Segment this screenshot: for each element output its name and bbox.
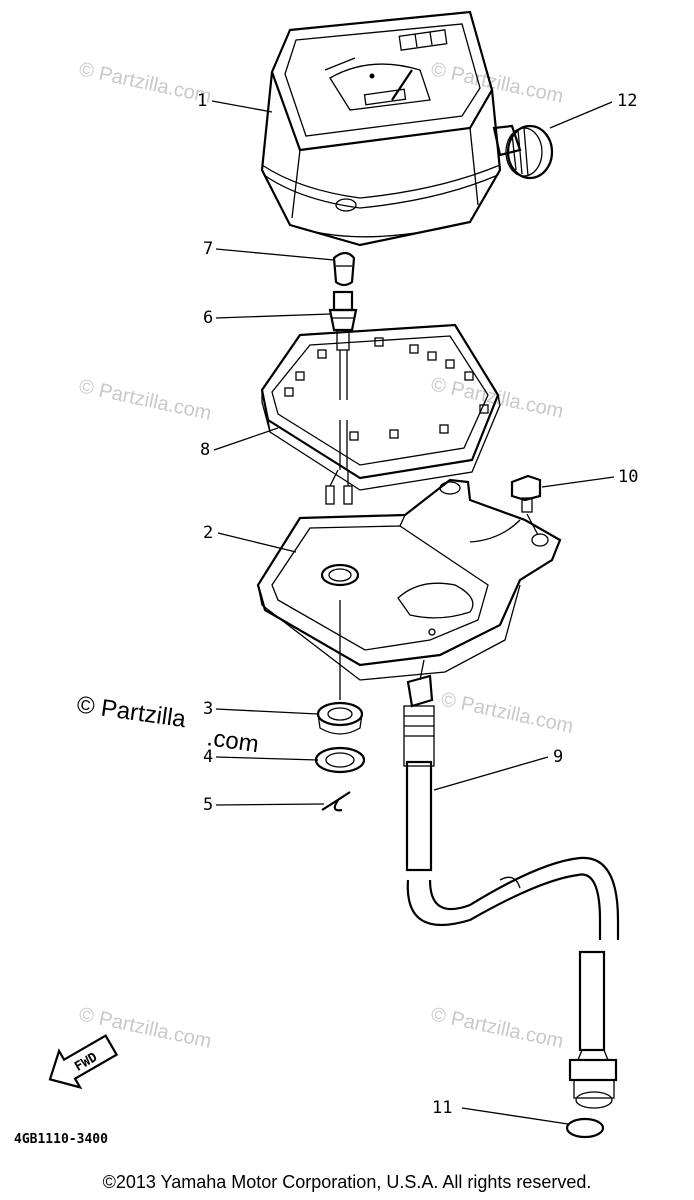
watermark: © Partzilla.com [77,375,213,425]
callout-10: 10 [618,467,638,487]
grommet [316,701,364,735]
bulb-socket [325,290,358,505]
watermark: © Partzilla.com [439,688,575,738]
callout-1: 1 [197,91,207,111]
callout-8: 8 [200,440,210,460]
watermark-main-suffix: .com [205,724,260,758]
clip [321,791,351,812]
callout-9: 9 [553,747,563,767]
watermark: © Partzilla.com [77,58,213,108]
watermark-main: © Partzilla .com [75,691,260,758]
callout-7: 7 [203,239,213,259]
callout-11: 11 [432,1098,452,1118]
callout-6: 6 [203,308,213,328]
watermark: © Partzilla.com [429,1003,565,1053]
watermark: © Partzilla.com [77,1003,213,1053]
gasket-frame [260,323,501,491]
speedo-cable [403,659,620,1109]
watermark: © Partzilla.com [429,58,565,108]
callout-2: 2 [203,523,213,543]
drawing-code: 4GB1110-3400 [14,1132,108,1147]
meter-housing [260,10,502,247]
fwd-arrow-icon: FWD [48,1034,119,1090]
callout-4: 4 [203,747,213,767]
callouts: 1 12 7 6 8 10 2 3 4 9 5 11 [197,91,638,1125]
callout-5: 5 [203,795,213,815]
o-ring [565,1117,605,1139]
copyright-notice: ©2013 Yamaha Motor Corporation, U.S.A. A… [102,1172,592,1192]
meter-bracket [256,478,562,700]
adjust-knob [492,124,554,180]
callout-12: 12 [617,91,637,111]
callout-3: 3 [203,699,213,719]
watermark-main-prefix: © Partzilla [75,691,188,733]
washer [314,746,366,774]
bulb [332,251,356,287]
screw [510,474,542,536]
